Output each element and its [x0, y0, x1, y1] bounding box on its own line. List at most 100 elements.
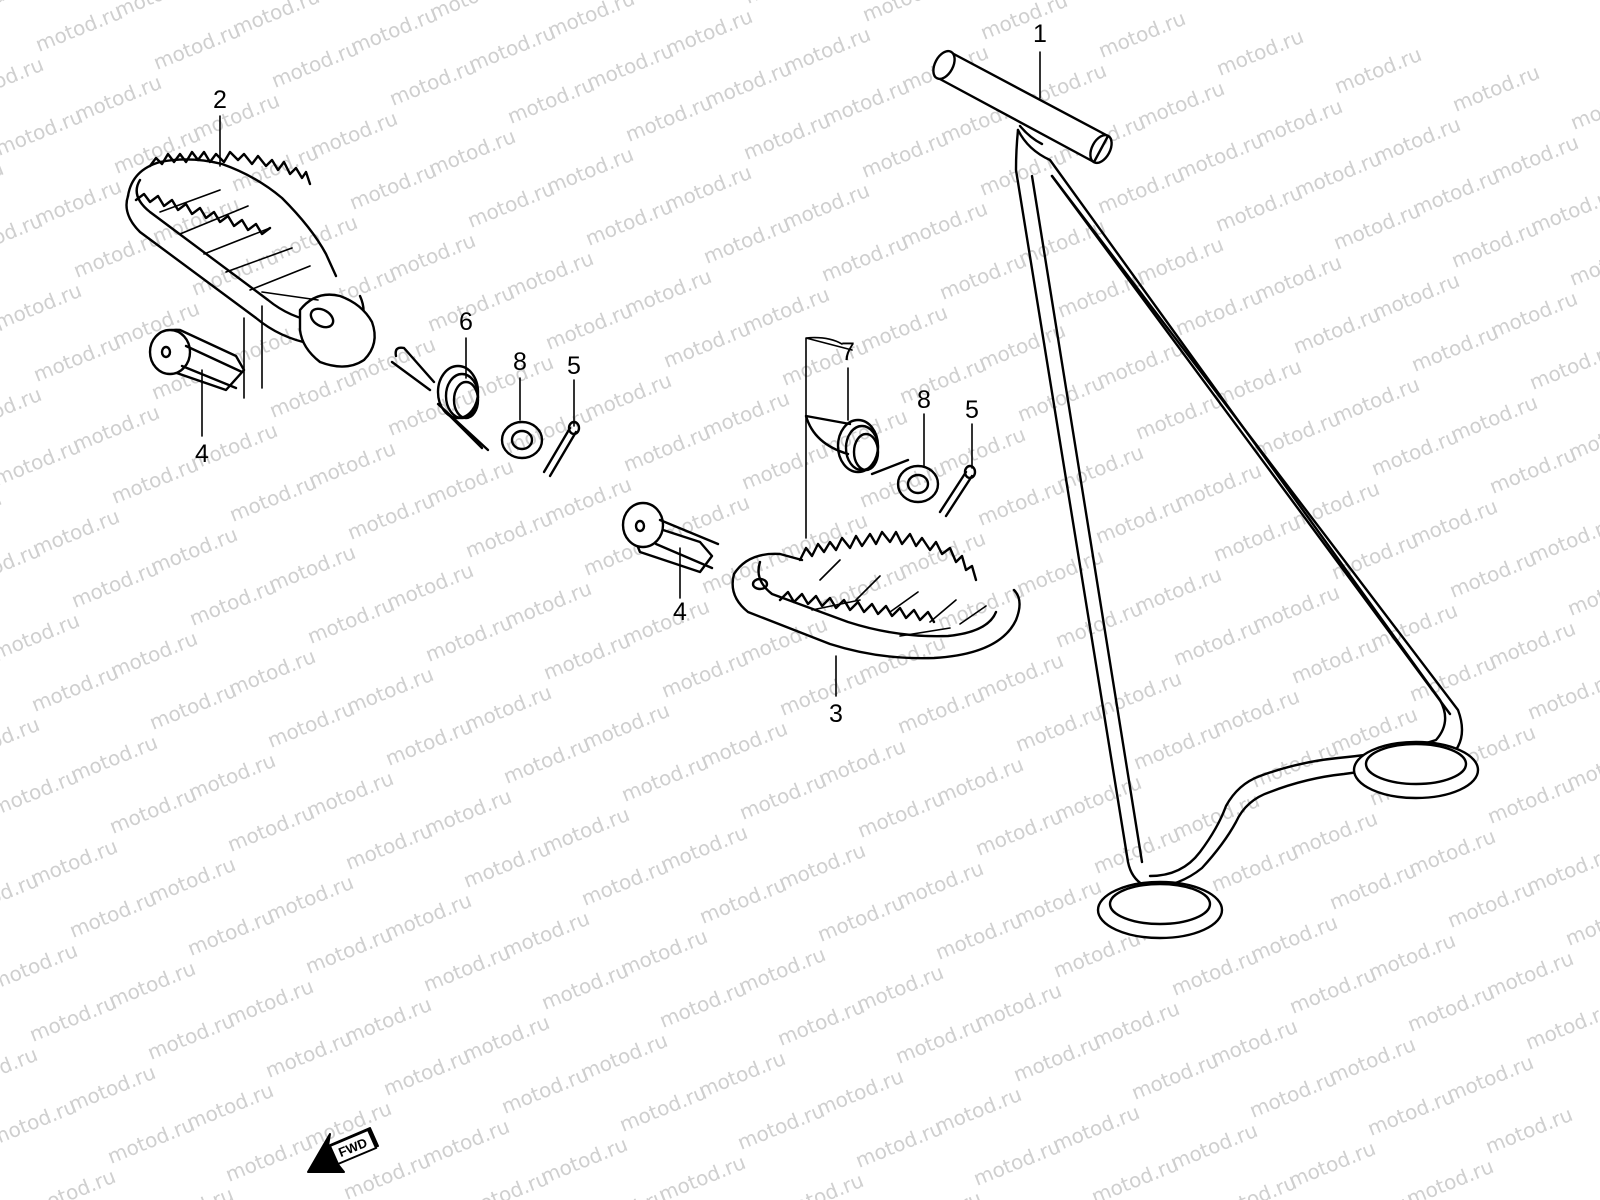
- watermark-text: motod.ru: [740, 108, 834, 165]
- watermark-text: motod.ru: [268, 36, 362, 93]
- watermark-text: motod.ru: [262, 1026, 356, 1083]
- watermark-text: motod.ru: [1288, 632, 1382, 689]
- watermark-text: motod.ru: [541, 472, 635, 529]
- watermark-text: motod.ru: [384, 384, 478, 441]
- watermark-text: motod.ru: [0, 938, 81, 995]
- watermark-text: motod.ru: [936, 248, 1030, 305]
- watermark-text: motod.ru: [184, 904, 278, 961]
- watermark-text: motod.ru: [1251, 250, 1345, 307]
- watermark-text: motod.ru: [1173, 128, 1267, 185]
- watermark-text: motod.ru: [1134, 76, 1228, 133]
- watermark-text: motod.ru: [0, 156, 7, 213]
- watermark-text: motod.ru: [0, 382, 45, 439]
- watermark-text: motod.ru: [542, 298, 636, 355]
- watermark-text: motod.ru: [265, 540, 359, 597]
- watermark-text: motod.ru: [1408, 320, 1502, 377]
- watermark-text: motod.ru: [0, 868, 42, 925]
- part-1-stand: [932, 49, 1480, 940]
- watermark-text: motod.ru: [695, 1046, 789, 1103]
- watermark-text: motod.ru: [819, 74, 913, 131]
- watermark-text: motod.ru: [1291, 146, 1385, 203]
- watermark-text: motod.ru: [382, 714, 476, 771]
- watermark-text: motod.ru: [344, 488, 438, 545]
- watermark-text: motod.ru: [1443, 1050, 1537, 1107]
- watermark-text: motod.ru: [71, 70, 165, 127]
- watermark-text: motod.ru: [858, 126, 952, 183]
- watermark-text: motod.ru: [660, 316, 754, 373]
- watermark-text: motod.ru: [498, 1062, 592, 1119]
- watermark-text: motod.ru: [1564, 564, 1600, 621]
- watermark-text: motod.ru: [147, 522, 241, 579]
- watermark-text: motod.ru: [818, 230, 912, 287]
- watermark-text: motod.ru: [1364, 1084, 1458, 1141]
- watermark-text: motod.ru: [734, 1098, 828, 1155]
- watermark-text: motod.ru: [1210, 510, 1304, 567]
- watermark-text: motod.ru: [1404, 980, 1498, 1037]
- watermark-text: motod.ru: [65, 1060, 159, 1117]
- watermark-text: motod.ru: [539, 802, 633, 859]
- watermark-text: motod.ru: [0, 208, 46, 265]
- watermark-text: motod.ru: [1212, 180, 1306, 237]
- watermark-text: motod.ru: [897, 196, 991, 253]
- part-7-spring: [804, 414, 910, 476]
- watermark-text: motod.ru: [0, 712, 43, 769]
- watermark-text: motod.ru: [859, 0, 953, 27]
- watermark-text: motod.ru: [1287, 806, 1381, 863]
- watermark-text: motod.ru: [815, 734, 909, 791]
- watermark-text: motod.ru: [661, 160, 755, 217]
- watermark-text: motod.ru: [185, 748, 279, 805]
- watermark-text: motod.ru: [1168, 944, 1262, 1001]
- watermark-text: motod.ru: [425, 124, 519, 181]
- watermark-text: motod.ru: [1526, 338, 1600, 395]
- callout-5-right: 5: [965, 396, 979, 424]
- watermark-text: motod.ru: [975, 318, 1069, 375]
- watermark-text: motod.ru: [464, 176, 558, 233]
- watermark-text: motod.ru: [1369, 268, 1463, 325]
- watermark-text: motod.ru: [0, 538, 44, 595]
- watermark-text: motod.ru: [381, 888, 475, 945]
- watermark-text: motod.ru: [1132, 388, 1226, 445]
- watermark-text: motod.ru: [386, 54, 480, 111]
- watermark-text: motod.ru: [144, 1008, 238, 1065]
- watermark-text: motod.ru: [971, 978, 1065, 1035]
- watermark-text: motod.ru: [460, 836, 554, 893]
- watermark-text: motod.ru: [1403, 1154, 1497, 1200]
- watermark-text: motod.ru: [1447, 390, 1541, 447]
- watermark-text: motod.ru: [1246, 1066, 1340, 1123]
- watermark-text: motod.ru: [32, 0, 126, 57]
- watermark-text: motod.ru: [1247, 910, 1341, 967]
- watermark-text: motod.ru: [977, 0, 1071, 45]
- watermark-text: motod.ru: [499, 906, 593, 963]
- watermark-text: motod.ru: [346, 158, 440, 215]
- watermark-text: motod.ru: [619, 594, 713, 651]
- watermark-text: motod.ru: [383, 558, 477, 615]
- watermark-text: motod.ru: [1092, 492, 1186, 549]
- watermark-text: motod.ru: [1484, 772, 1578, 829]
- watermark-text: motod.ru: [0, 1146, 1, 1200]
- watermark-text: motod.ru: [421, 784, 515, 841]
- watermark-text: motod.ru: [972, 804, 1066, 861]
- watermark-text: motod.ru: [578, 854, 672, 911]
- watermark-text: motod.ru: [263, 870, 357, 927]
- watermark-text: motod.ru: [342, 818, 436, 875]
- watermark-text: motod.ru: [0, 486, 5, 543]
- watermark-text: motod.ru: [1213, 24, 1307, 81]
- watermark-text: motod.ru: [1285, 1136, 1379, 1193]
- watermark-text: motod.ru: [1011, 874, 1105, 931]
- watermark-text: motod.ru: [302, 922, 396, 979]
- watermark-text: motod.ru: [28, 660, 122, 717]
- watermark-text: motod.ru: [617, 924, 711, 981]
- watermark-text: motod.ru: [1128, 1048, 1222, 1105]
- watermark-text: motod.ru: [1329, 372, 1423, 429]
- watermark-text: motod.ru: [108, 452, 202, 509]
- part-5-cotter-pin-right: [938, 464, 977, 518]
- watermark-text: motod.ru: [973, 648, 1067, 705]
- watermark-text: motod.ru: [1487, 286, 1581, 343]
- watermark-text: motod.ru: [500, 732, 594, 789]
- watermark-text: motod.ru: [0, 52, 47, 109]
- watermark-text: motod.ru: [264, 696, 358, 753]
- part-8-washer-left: [500, 420, 544, 460]
- watermark-text: motod.ru: [698, 542, 792, 599]
